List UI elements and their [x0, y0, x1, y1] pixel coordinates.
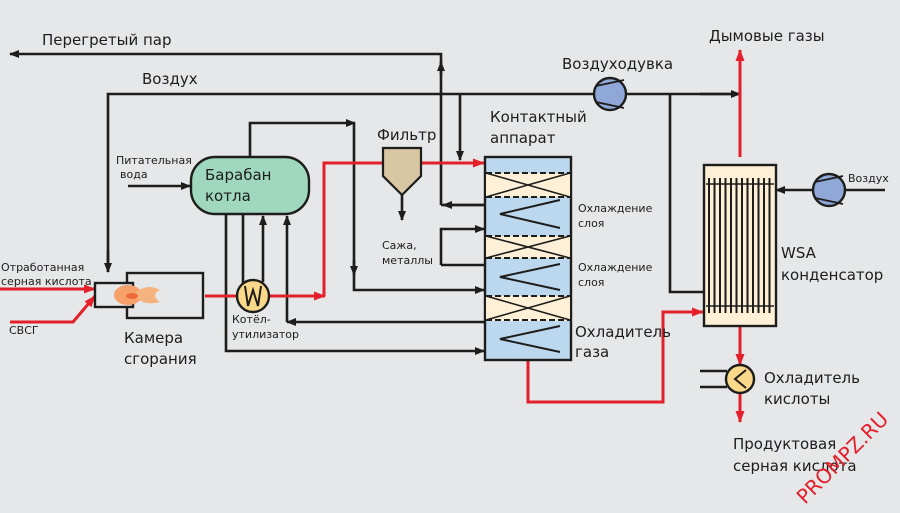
- combustion-chamber: [93, 271, 205, 320]
- label-bed-cooling-1b: слоя: [578, 217, 604, 230]
- label-product-acid: Продуктовая: [733, 435, 836, 453]
- label-superheated-steam: Перегретый пар: [42, 31, 172, 49]
- label-drum: Барабан: [205, 166, 271, 184]
- label-svsg: СВСГ: [9, 324, 39, 337]
- label-contact: Контактный: [490, 108, 587, 126]
- label-soot: Сажа,: [382, 239, 417, 252]
- label-spent-acid: Отработанная: [1, 261, 84, 274]
- acid-cooler: [700, 363, 756, 395]
- label-feed-water: Питательная: [116, 154, 192, 167]
- drum-steam-line: [248, 119, 485, 294]
- blower-icon: [592, 76, 628, 112]
- bed-cooling-lines: [439, 200, 485, 267]
- boiler-drum: [189, 155, 311, 216]
- contact-apparatus: [483, 155, 573, 362]
- air-line: [104, 90, 741, 294]
- label-acid-cooler-2: кислоты: [764, 390, 830, 408]
- label-waste-heat-2: утилизатор: [232, 328, 299, 341]
- wsa-condenser: [702, 163, 778, 328]
- filter: [381, 146, 423, 221]
- label-contact-2: аппарат: [490, 129, 556, 147]
- label-air: Воздух: [142, 70, 198, 88]
- label-bed-cooling-2b: слоя: [578, 276, 604, 289]
- superheated-steam-line: [9, 50, 443, 200]
- label-gas-cooler: Охладитель: [575, 323, 671, 341]
- label-flue-gas: Дымовые газы: [709, 27, 825, 45]
- drum-circulation-lines: [224, 214, 485, 355]
- label-product-acid-2: серная кислота: [733, 457, 857, 475]
- label-bed-cooling-2: Охлаждение: [578, 261, 653, 274]
- label-bed-cooling-1: Охлаждение: [578, 202, 653, 215]
- process-gas-line: [0, 49, 745, 423]
- label-filter: Фильтр: [377, 126, 436, 144]
- label-soot-2: металлы: [382, 254, 433, 267]
- label-chamber: Камера: [124, 329, 183, 347]
- label-acid-cooler: Охладитель: [764, 369, 860, 387]
- air-blower-icon: [811, 172, 847, 208]
- label-drum-2: котла: [205, 187, 251, 205]
- label-gas-cooler-2: газа: [575, 343, 609, 361]
- label-air-right: Воздух: [848, 172, 889, 185]
- label-wsa: WSA: [781, 244, 817, 262]
- label-blower: Воздуходувка: [562, 55, 673, 73]
- label-wsa-2: конденсатор: [781, 266, 883, 284]
- label-chamber-2: сгорания: [124, 350, 197, 368]
- label-feed-water-2: вода: [120, 168, 148, 181]
- label-waste-heat: Котёл-: [232, 313, 271, 326]
- waste-heat-boiler: [235, 278, 271, 314]
- flame-icon: [114, 285, 160, 305]
- label-spent-acid-2: серная кислота: [1, 275, 92, 288]
